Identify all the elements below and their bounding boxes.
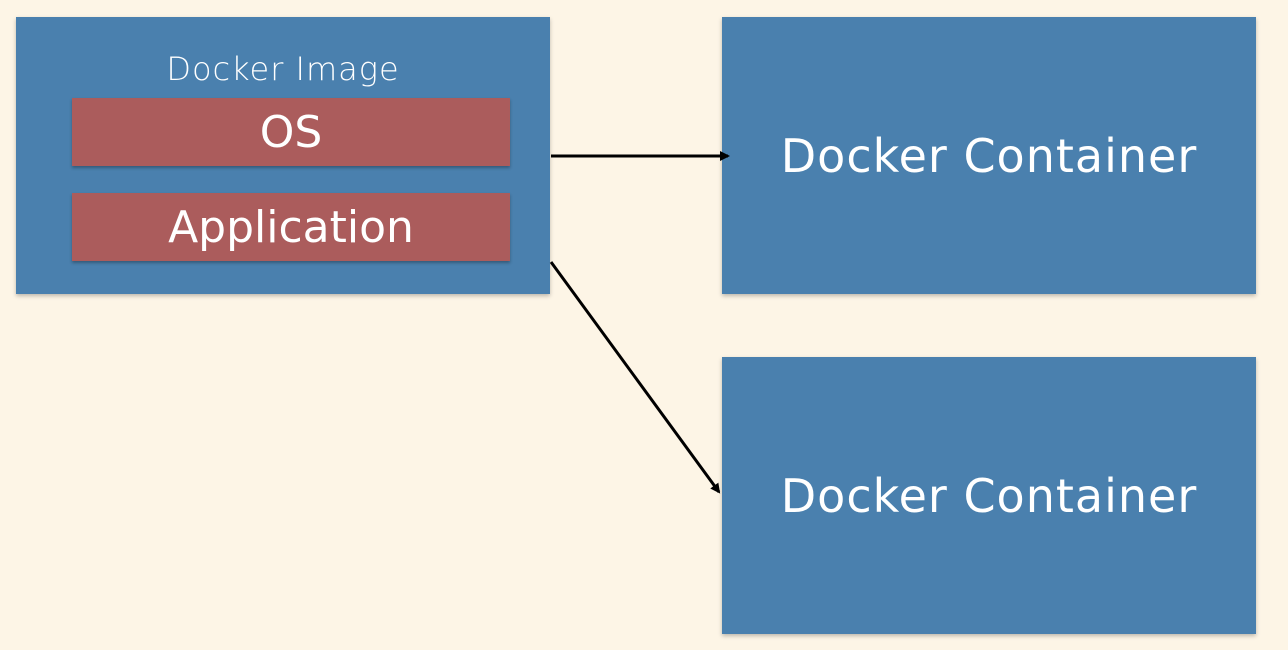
os-layer: OS: [72, 98, 510, 166]
application-layer: Application: [72, 193, 510, 261]
docker-image-box: Docker Image OS Application: [16, 17, 550, 294]
docker-image-title: Docker Image: [166, 50, 400, 88]
arrow-to-container-2: [549, 261, 721, 494]
docker-container-box-1: Docker Container: [722, 17, 1256, 294]
docker-container-box-2: Docker Container: [722, 357, 1256, 634]
docker-container-label-1: Docker Container: [780, 128, 1198, 183]
docker-container-label-2: Docker Container: [780, 468, 1198, 523]
